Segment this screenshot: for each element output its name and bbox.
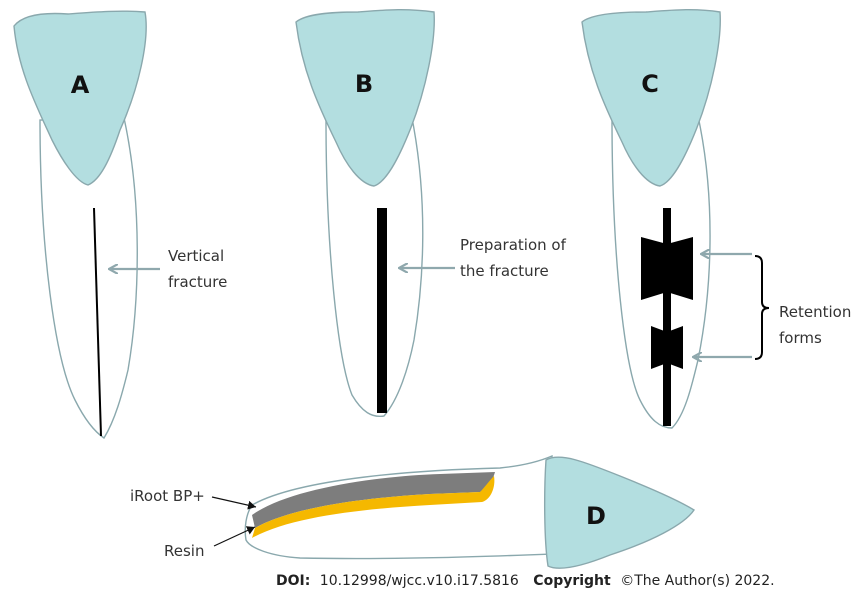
copyright-label: Copyright [533, 573, 611, 589]
retention-form-upper [641, 237, 693, 300]
label-resin: Resin [164, 542, 204, 560]
prepared-fracture-groove [377, 208, 387, 413]
panel-letter-a: A [71, 71, 90, 99]
panel-letter-b: B [355, 70, 373, 98]
panel-a: A Vertical fracture [14, 11, 227, 438]
retention-bracket [755, 256, 769, 359]
label-fracture: fracture [168, 273, 227, 291]
footer-citation: DOI: 10.12998/wjcc.v10.i17.5816 Copyrigh… [276, 573, 775, 589]
panel-b: B Preparation of the fracture [296, 10, 567, 417]
panel-c: C Retention forms [582, 10, 851, 428]
label-vertical: Vertical [168, 247, 224, 265]
retention-form-lower [651, 326, 683, 369]
panel-letter-d: D [586, 502, 606, 530]
label-forms: forms [779, 329, 822, 347]
panel-d: D iRoot BP+ Resin [130, 456, 694, 568]
tooth-crown-d [545, 457, 694, 568]
label-retention: Retention [779, 303, 851, 321]
prepared-fracture-groove-c [663, 208, 671, 426]
label-the-fracture: the fracture [460, 262, 549, 280]
label-iroot-bp: iRoot BP+ [130, 487, 205, 505]
arrow-ibp [212, 497, 256, 507]
label-preparation-of: Preparation of [460, 236, 567, 254]
copyright-value: ©The Author(s) 2022. [620, 573, 774, 589]
doi-value: 10.12998/wjcc.v10.i17.5816 [320, 573, 519, 589]
doi-label: DOI: [276, 573, 310, 589]
panel-letter-c: C [641, 70, 659, 98]
svg-text:DOI: 10.12998/wjcc.v10.i: DOI: 10.12998/wjcc.v10.i17.5816 Copyrigh… [276, 573, 775, 589]
